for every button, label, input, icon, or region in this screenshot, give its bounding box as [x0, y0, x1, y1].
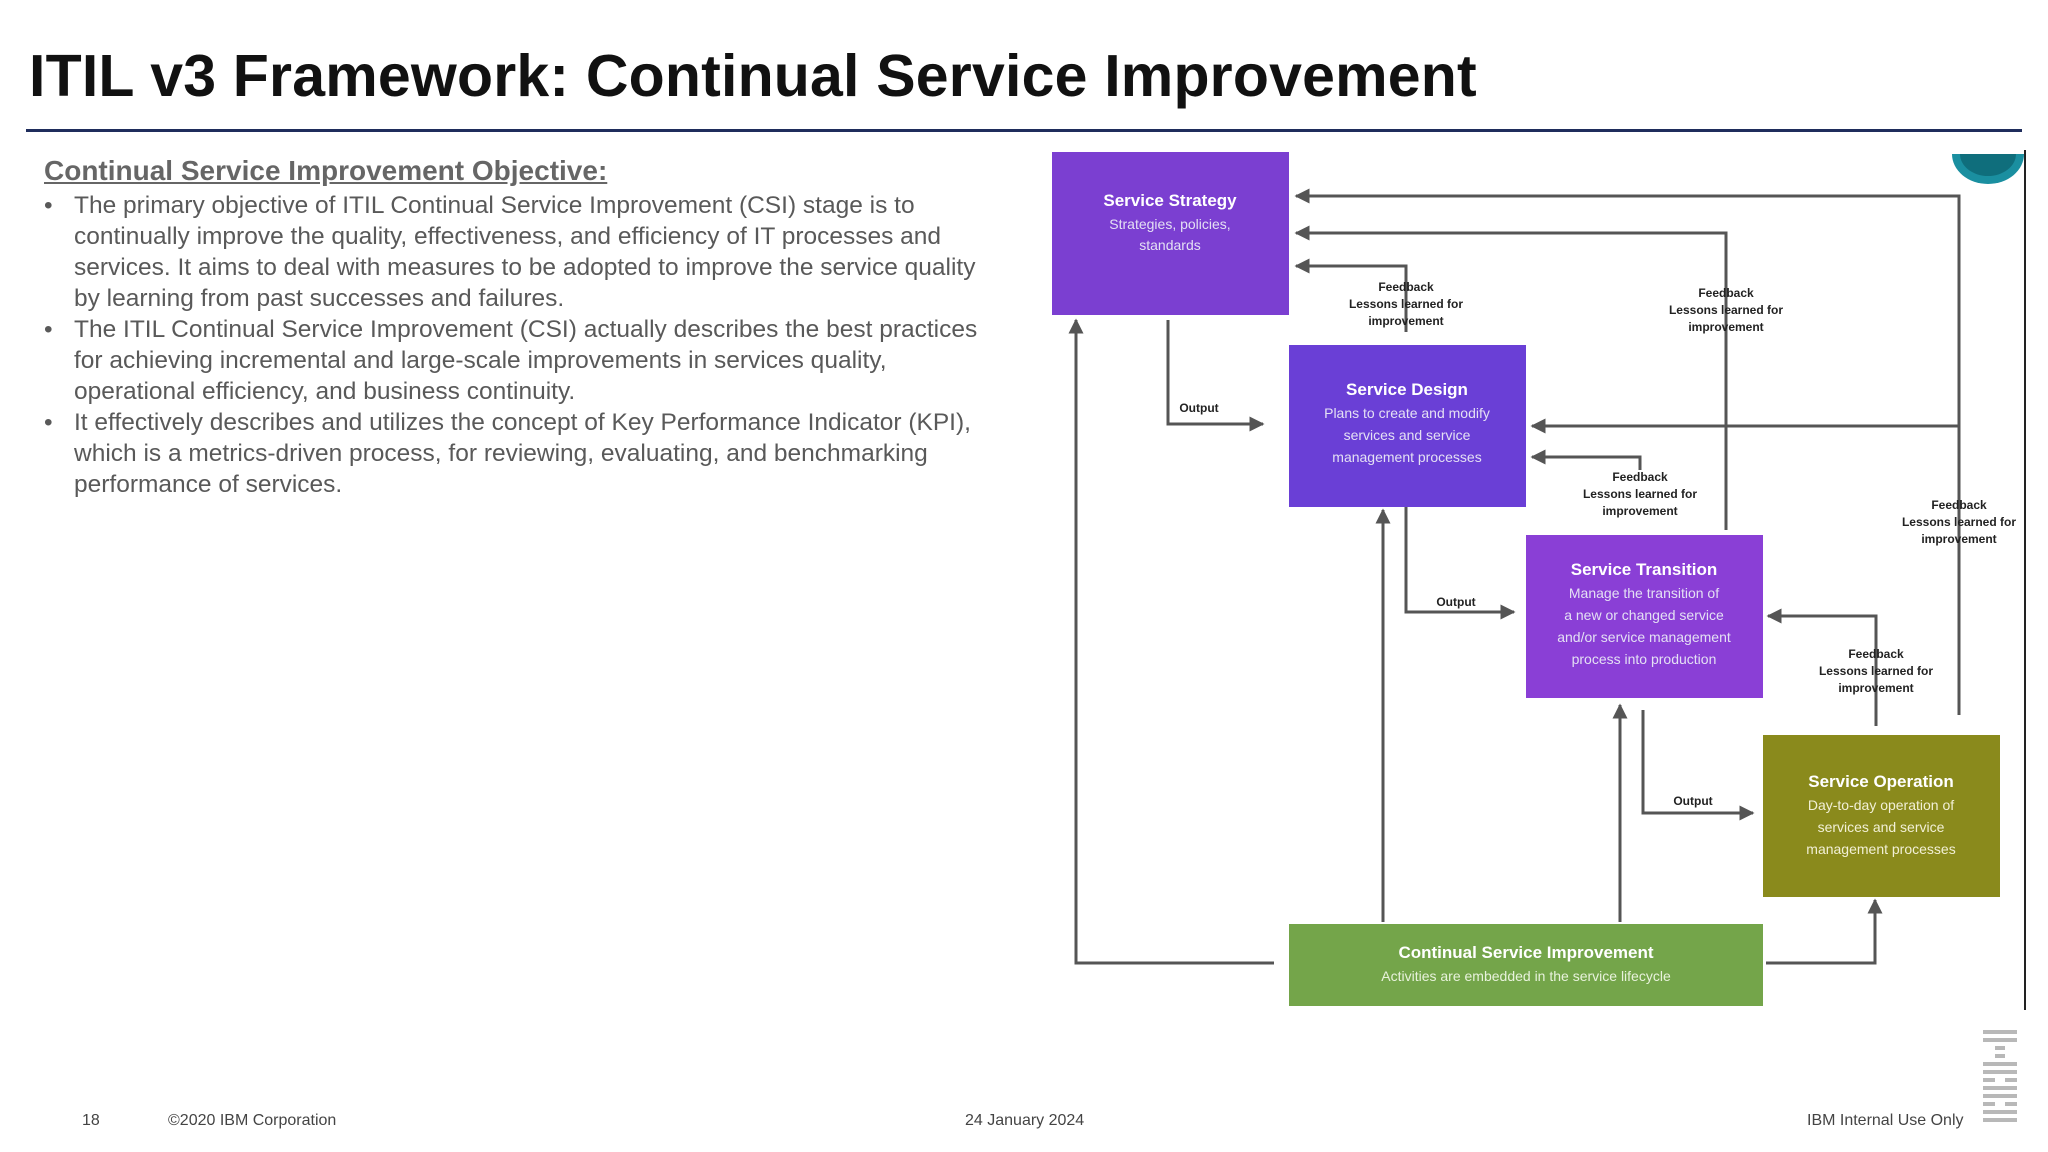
box-description: and/or service management	[1557, 629, 1731, 645]
service-strategy-box: Service Strategy Strategies, policies, s…	[1052, 152, 1289, 315]
service-operation-box: Service Operation Day-to-day operation o…	[1763, 735, 2000, 897]
footer-date: 24 January 2024	[965, 1112, 1085, 1129]
svg-text:Feedback: Feedback	[1378, 280, 1434, 294]
service-design-box: Service Design Plans to create and modif…	[1289, 345, 1526, 507]
csi-to-operation-arrow	[1766, 898, 1883, 965]
classification-label: IBM Internal Use Only	[1807, 1112, 1964, 1129]
output-label: Output	[1673, 794, 1712, 808]
feedback-arrow	[1294, 188, 1961, 715]
svg-text:improvement: improvement	[1921, 532, 1996, 546]
feedback-label: Feedback Lessons learned for improvement	[1583, 470, 1697, 518]
output-arrow	[1641, 710, 1755, 821]
bullet-text: The ITIL Continual Service Improvement (…	[74, 316, 978, 405]
bullet-marker: •	[44, 192, 53, 219]
ibm-logo	[1983, 1030, 2017, 1122]
bullet-item: • The primary objective of ITIL Continua…	[44, 190, 1004, 314]
box-description: Day-to-day operation of	[1808, 797, 1954, 813]
box-description: management processes	[1332, 449, 1481, 465]
connector-lines	[1068, 188, 1961, 965]
bullet-item: • It effectively describes and utilizes …	[44, 407, 1004, 500]
feedback-arrow	[1766, 608, 1878, 726]
objective-panel: Continual Service Improvement Objective:…	[44, 154, 1004, 500]
bullet-text: It effectively describes and utilizes th…	[74, 409, 971, 498]
box-title: Service Strategy	[1103, 191, 1237, 210]
box-title: Continual Service Improvement	[1398, 943, 1653, 962]
svg-text:Feedback: Feedback	[1931, 498, 1987, 512]
svg-text:Lessons learned for: Lessons learned for	[1902, 515, 2016, 529]
feedback-label: Feedback Lessons learned for improvement	[1902, 498, 2016, 546]
box-description: a new or changed service	[1564, 607, 1724, 623]
copyright: ©2020 IBM Corporation	[168, 1112, 337, 1129]
box-title: Service Operation	[1808, 772, 1954, 791]
feedback-label: Feedback Lessons learned for improvement	[1669, 286, 1783, 334]
svg-text:Feedback: Feedback	[1848, 647, 1904, 661]
page-title: ITIL v3 Framework: Continual Service Imp…	[29, 43, 1477, 109]
box-description: services and service	[1818, 819, 1945, 835]
page-number: 18	[82, 1112, 100, 1129]
box-description: Strategies, policies,	[1109, 216, 1230, 232]
bullet-text: The primary objective of ITIL Continual …	[74, 192, 976, 312]
svg-text:improvement: improvement	[1368, 314, 1443, 328]
feedback-label: Feedback Lessons learned for improvement	[1349, 280, 1463, 328]
feedback-arrow	[1530, 449, 1642, 470]
svg-text:improvement: improvement	[1688, 320, 1763, 334]
corner-badge-icon	[1952, 154, 2024, 184]
box-title: Service Transition	[1571, 560, 1717, 579]
service-transition-box: Service Transition Manage the transition…	[1526, 535, 1763, 698]
bullet-item: • The ITIL Continual Service Improvement…	[44, 314, 1004, 407]
box-description: standards	[1139, 237, 1200, 253]
bullet-marker: •	[44, 316, 53, 343]
svg-text:Feedback: Feedback	[1698, 286, 1754, 300]
itil-lifecycle-diagram: Output Output Output Feedback Lessons le…	[1040, 140, 2040, 1010]
feedback-label: Feedback Lessons learned for improvement	[1819, 647, 1933, 695]
svg-text:Feedback: Feedback	[1612, 470, 1668, 484]
svg-text:Lessons learned for: Lessons learned for	[1349, 297, 1463, 311]
csi-box: Continual Service Improvement Activities…	[1289, 924, 1763, 1006]
box-title: Service Design	[1346, 380, 1468, 399]
output-arrow	[1404, 505, 1516, 620]
box-description: Plans to create and modify	[1324, 405, 1490, 421]
box-description: Activities are embedded in the service l…	[1381, 968, 1671, 984]
svg-text:Lessons learned for: Lessons learned for	[1669, 303, 1783, 317]
svg-text:Lessons learned for: Lessons learned for	[1583, 487, 1697, 501]
output-label: Output	[1436, 595, 1475, 609]
box-description: services and service	[1344, 427, 1471, 443]
feedback-arrow	[1294, 225, 1728, 530]
svg-text:Lessons learned for: Lessons learned for	[1819, 664, 1933, 678]
box-description: Manage the transition of	[1569, 585, 1719, 601]
objective-bullets: • The primary objective of ITIL Continua…	[44, 190, 1004, 500]
objective-heading: Continual Service Improvement Objective:	[44, 155, 608, 186]
box-description: management processes	[1806, 841, 1955, 857]
feedback-arrow	[1294, 258, 1408, 332]
output-arrow	[1166, 320, 1265, 432]
output-label: Output	[1179, 401, 1218, 415]
bullet-marker: •	[44, 409, 53, 436]
csi-to-strategy-arrow	[1068, 318, 1274, 965]
svg-text:improvement: improvement	[1602, 504, 1677, 518]
svg-text:improvement: improvement	[1838, 681, 1913, 695]
title-divider	[26, 129, 2022, 132]
box-description: process into production	[1572, 651, 1717, 667]
